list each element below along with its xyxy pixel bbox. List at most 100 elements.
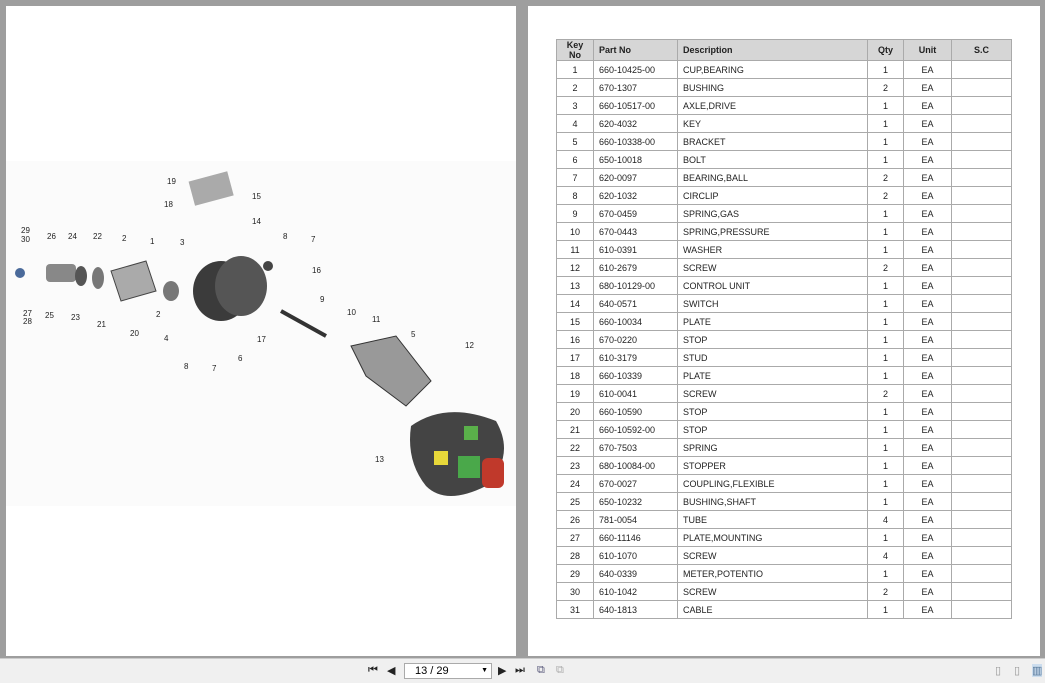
cell-sc bbox=[951, 204, 1012, 223]
cell-part-no: 610-3179 bbox=[593, 348, 678, 367]
cell-unit: EA bbox=[903, 582, 952, 601]
cell-unit: EA bbox=[903, 456, 952, 475]
callout-label: 29 bbox=[21, 226, 30, 235]
cell-unit: EA bbox=[903, 204, 952, 223]
cell-key-no: 10 bbox=[556, 222, 594, 241]
callout-label: 8 bbox=[283, 232, 288, 241]
cell-key-no: 5 bbox=[556, 132, 594, 151]
cell-qty: 1 bbox=[867, 600, 904, 619]
cell-sc bbox=[951, 78, 1012, 97]
two-page-icon[interactable]: ▥ bbox=[1032, 664, 1043, 677]
last-page-icon[interactable]: ⏭ bbox=[515, 664, 525, 676]
cell-sc bbox=[951, 222, 1012, 241]
cell-sc bbox=[951, 510, 1012, 529]
callout-label: 14 bbox=[252, 217, 261, 226]
callout-label: 2 bbox=[156, 310, 161, 319]
callout-label: 6 bbox=[238, 354, 243, 363]
cell-part-no: 620-4032 bbox=[593, 114, 678, 133]
cell-key-no: 24 bbox=[556, 474, 594, 493]
cell-unit: EA bbox=[903, 546, 952, 565]
cell-sc bbox=[951, 294, 1012, 313]
cell-key-no: 19 bbox=[556, 384, 594, 403]
cell-description: SCREW bbox=[677, 546, 868, 565]
fit-page-icon[interactable]: ⧉ bbox=[537, 664, 545, 676]
cell-sc bbox=[951, 384, 1012, 403]
cell-sc bbox=[951, 348, 1012, 367]
single-page-icon[interactable]: ▯ bbox=[995, 665, 1002, 677]
cell-part-no: 660-10034 bbox=[593, 312, 678, 331]
callout-label: 7 bbox=[212, 364, 217, 373]
parts-list-page: Key No Part No Description Qty Unit S.C … bbox=[528, 6, 1040, 656]
cell-part-no: 680-10084-00 bbox=[593, 456, 678, 475]
cell-description: SCREW bbox=[677, 582, 868, 601]
cell-qty: 1 bbox=[867, 528, 904, 547]
cell-key-no: 31 bbox=[556, 600, 594, 619]
fit-width-icon[interactable]: ⧉ bbox=[556, 664, 564, 676]
cell-qty: 1 bbox=[867, 420, 904, 439]
cell-description: KEY bbox=[677, 114, 868, 133]
cell-key-no: 28 bbox=[556, 546, 594, 565]
cell-description: STOPPER bbox=[677, 456, 868, 475]
viewer-toolbar: ⏮ ◀ 13 / 29 ▼ ▶ ⏭ ⧉ ⧉ ▯ ▯ ▥ bbox=[0, 658, 1045, 683]
header-sc: S.C bbox=[951, 39, 1012, 61]
cell-qty: 1 bbox=[867, 96, 904, 115]
cell-unit: EA bbox=[903, 276, 952, 295]
cell-description: WASHER bbox=[677, 240, 868, 259]
cell-qty: 1 bbox=[867, 114, 904, 133]
cell-sc bbox=[951, 402, 1012, 421]
continuous-page-icon[interactable]: ▯ bbox=[1014, 665, 1021, 677]
cell-unit: EA bbox=[903, 438, 952, 457]
callout-label: 27 bbox=[23, 309, 32, 318]
cell-part-no: 650-10018 bbox=[593, 150, 678, 169]
cell-key-no: 20 bbox=[556, 402, 594, 421]
first-page-icon[interactable]: ⏮ bbox=[368, 664, 378, 676]
cell-qty: 1 bbox=[867, 330, 904, 349]
cell-key-no: 25 bbox=[556, 492, 594, 511]
cell-description: CUP,BEARING bbox=[677, 60, 868, 79]
cell-unit: EA bbox=[903, 348, 952, 367]
cell-qty: 1 bbox=[867, 366, 904, 385]
cell-sc bbox=[951, 186, 1012, 205]
cell-key-no: 16 bbox=[556, 330, 594, 349]
cell-key-no: 4 bbox=[556, 114, 594, 133]
cell-description: CONTROL UNIT bbox=[677, 276, 868, 295]
cell-key-no: 7 bbox=[556, 168, 594, 187]
cell-sc bbox=[951, 312, 1012, 331]
callout-label: 15 bbox=[252, 192, 261, 201]
cell-part-no: 660-10339 bbox=[593, 366, 678, 385]
cell-key-no: 27 bbox=[556, 528, 594, 547]
header-unit: Unit bbox=[903, 39, 952, 61]
cell-description: BUSHING bbox=[677, 78, 868, 97]
cell-qty: 1 bbox=[867, 240, 904, 259]
cell-qty: 1 bbox=[867, 492, 904, 511]
page-number-select[interactable]: 13 / 29 ▼ bbox=[404, 663, 492, 679]
next-page-icon[interactable]: ▶ bbox=[498, 665, 507, 677]
cell-qty: 2 bbox=[867, 582, 904, 601]
cell-part-no: 640-1813 bbox=[593, 600, 678, 619]
prev-page-icon[interactable]: ◀ bbox=[387, 665, 396, 677]
cell-part-no: 660-11146 bbox=[593, 528, 678, 547]
cell-part-no: 670-0220 bbox=[593, 330, 678, 349]
cell-description: TUBE bbox=[677, 510, 868, 529]
callout-label: 28 bbox=[23, 317, 32, 326]
cell-unit: EA bbox=[903, 510, 952, 529]
cell-part-no: 680-10129-00 bbox=[593, 276, 678, 295]
cell-description: PLATE bbox=[677, 366, 868, 385]
cell-qty: 1 bbox=[867, 132, 904, 151]
callout-label: 4 bbox=[164, 334, 169, 343]
cell-unit: EA bbox=[903, 528, 952, 547]
cell-sc bbox=[951, 600, 1012, 619]
cell-unit: EA bbox=[903, 384, 952, 403]
cell-unit: EA bbox=[903, 420, 952, 439]
